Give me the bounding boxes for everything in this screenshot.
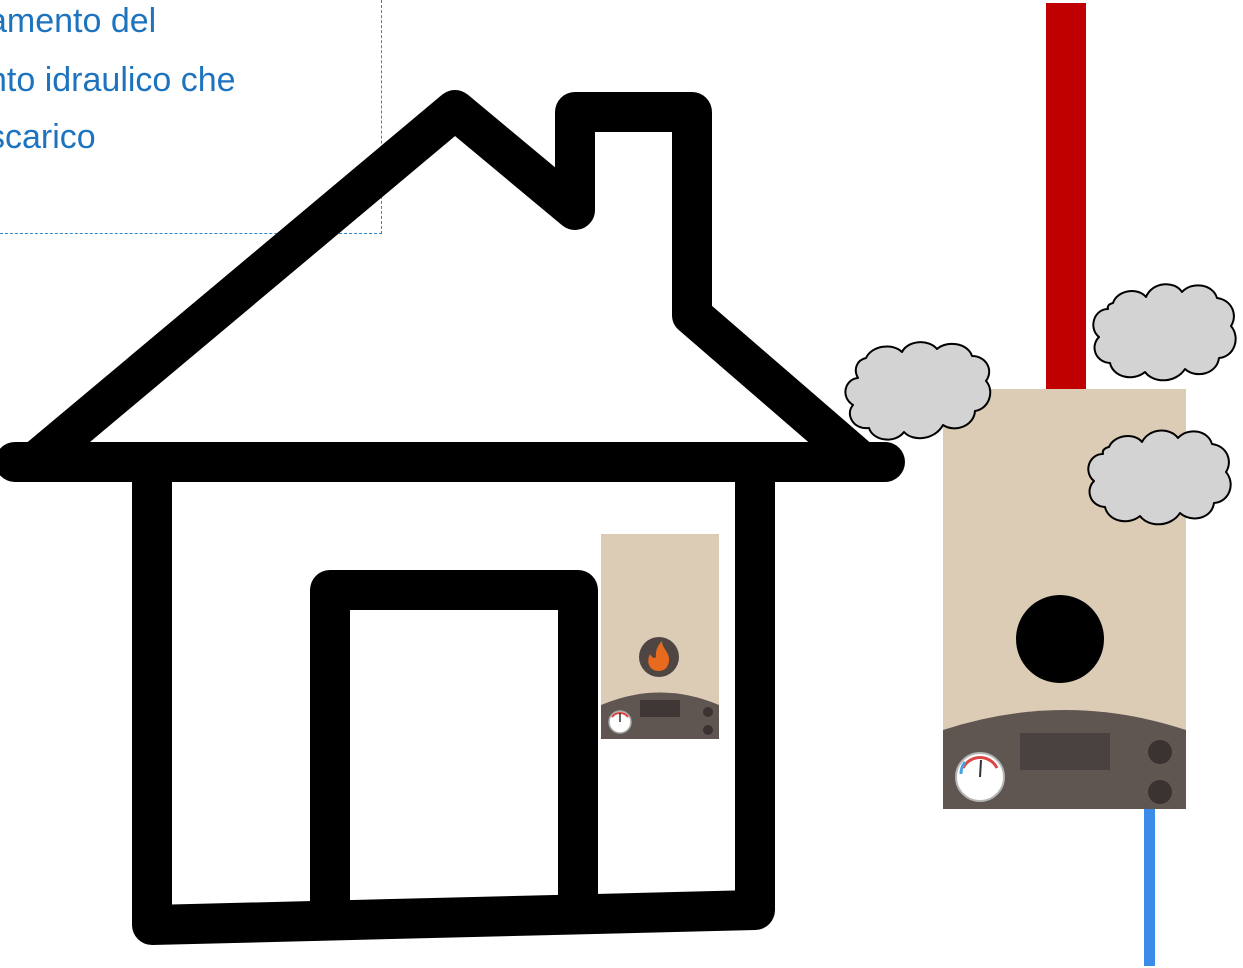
house-roof [35,110,862,462]
boiler-display [1020,733,1110,770]
boiler-knob-top [1148,740,1172,764]
gauge-icon [956,753,1004,801]
house-door [330,590,578,910]
cold-water-pipe [1144,808,1155,966]
gauge-icon [609,711,631,733]
boiler-knob-bottom [1148,780,1172,804]
smoke-cloud-bottom-right [1088,431,1230,525]
small-boiler-icon [601,534,719,739]
boiler-burner-window [1016,595,1104,683]
flame-icon [639,637,679,677]
smoke-cloud-top-right [1093,284,1235,380]
house-icon [15,110,885,925]
hot-water-pipe [1046,3,1086,389]
